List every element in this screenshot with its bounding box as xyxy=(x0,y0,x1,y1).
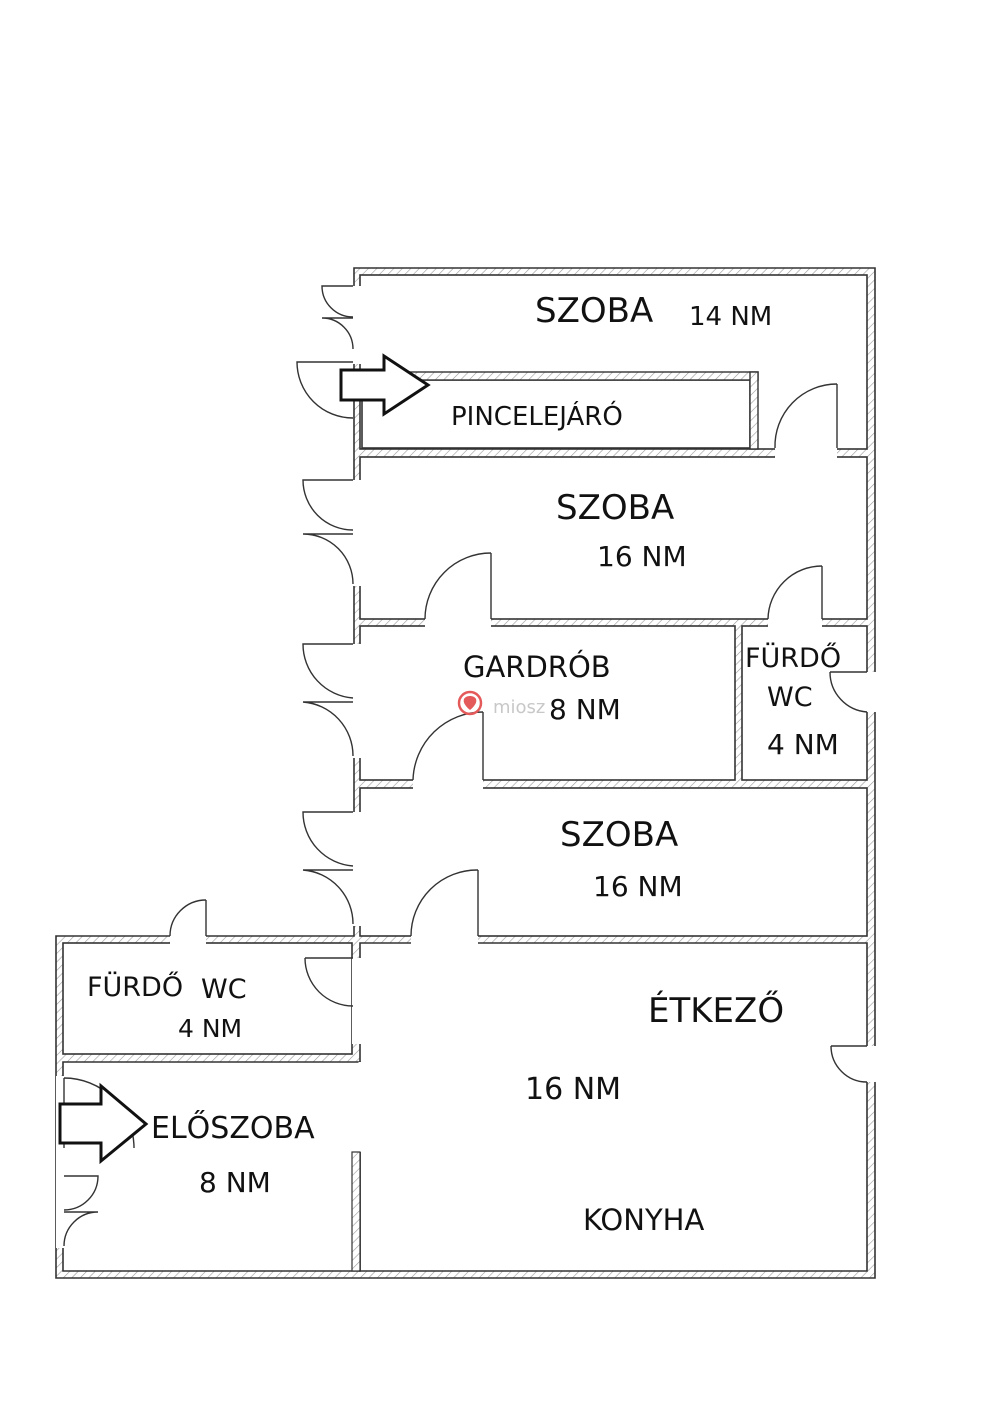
room-pincelejaro-name: PINCELEJÁRÓ xyxy=(451,400,623,432)
room-furdo-right-floor xyxy=(741,625,868,781)
room-szoba-lower-floor xyxy=(359,787,868,937)
window-gap xyxy=(352,286,362,364)
room-konyha-name: KONYHA xyxy=(583,1203,704,1237)
room-furdo-right-name: FÜRDŐ xyxy=(745,642,841,674)
room-eloszoba-area: 8 NM xyxy=(199,1166,271,1199)
room-szoba-top-area: 14 NM xyxy=(689,302,772,332)
door-furdo-right xyxy=(829,671,868,713)
room-furdo-left-floor xyxy=(62,942,353,1055)
window-casements xyxy=(63,285,354,1247)
door-gap xyxy=(425,617,491,627)
door-szoba-middle-left xyxy=(424,552,492,620)
door-szoba-middle-right xyxy=(767,565,823,620)
window-swing xyxy=(321,285,354,318)
wall-pincelejaro-right xyxy=(749,371,759,450)
room-furdo-left-sub: WC xyxy=(201,974,247,1005)
window-swing xyxy=(302,869,354,925)
room-furdo-left-area: 4 NM xyxy=(178,1014,242,1043)
door-gap xyxy=(866,672,876,712)
room-gardrob-name: GARDRÓB xyxy=(463,650,611,684)
window-gap xyxy=(56,1076,65,1248)
door-gap xyxy=(768,617,822,627)
room-szoba-lower-name: SZOBA xyxy=(560,815,678,855)
walls xyxy=(55,267,876,1279)
watermark: miosz xyxy=(457,690,545,718)
window-swing xyxy=(321,317,354,350)
room-etkezo-name: ÉTKEZŐ xyxy=(648,990,784,1031)
room-furdo-right-sub: WC xyxy=(767,682,813,713)
door-gap xyxy=(866,1046,876,1082)
watermark-text: miosz xyxy=(493,697,545,718)
entrance-arrow-icon xyxy=(58,1082,149,1165)
window-gap xyxy=(352,480,362,586)
window-swing xyxy=(302,811,354,867)
room-furdo-right-area: 4 NM xyxy=(767,728,839,761)
door-gap xyxy=(170,934,206,944)
room-szoba-top-name: SZOBA xyxy=(535,291,653,331)
door-gap xyxy=(775,448,837,458)
door-szoba-lower xyxy=(410,869,479,937)
door-szoba-top xyxy=(774,383,838,449)
room-labels: SZOBA 14 NM PINCELEJÁRÓ SZOBA 16 NM GARD… xyxy=(87,291,841,1237)
door-furdo-left xyxy=(304,957,354,1007)
window-swing xyxy=(63,1211,99,1247)
room-furdo-left-name: FÜRDŐ xyxy=(87,971,183,1003)
window-openings xyxy=(56,286,876,1248)
miosz-logo-icon xyxy=(457,690,483,716)
window-swing xyxy=(302,643,354,699)
door-gap xyxy=(352,958,361,1044)
wall-stub-eloszoba xyxy=(351,1151,361,1272)
room-szoba-middle-name: SZOBA xyxy=(556,488,674,528)
room-eloszoba-name: ELŐSZOBA xyxy=(151,1109,315,1146)
basement-arrow-icon xyxy=(339,353,431,417)
door-etkezo xyxy=(830,1045,868,1083)
door-gap xyxy=(411,934,478,944)
window-swing xyxy=(302,701,354,757)
window-swing xyxy=(296,361,354,419)
window-gap xyxy=(352,644,362,758)
window-swing xyxy=(63,1175,99,1211)
room-szoba-middle-area: 16 NM xyxy=(597,540,687,573)
room-etkezo-area: 16 NM xyxy=(525,1072,621,1107)
door-furdo-left-top xyxy=(169,899,207,937)
window-swing xyxy=(302,479,354,531)
window-gap xyxy=(352,812,362,926)
window-swing xyxy=(302,533,354,585)
room-gardrob-floor xyxy=(359,625,736,781)
door-gap xyxy=(413,778,483,789)
room-szoba-lower-area: 16 NM xyxy=(593,870,683,903)
room-szoba-middle-floor xyxy=(359,456,868,620)
room-gardrob-area: 8 NM xyxy=(549,693,621,726)
